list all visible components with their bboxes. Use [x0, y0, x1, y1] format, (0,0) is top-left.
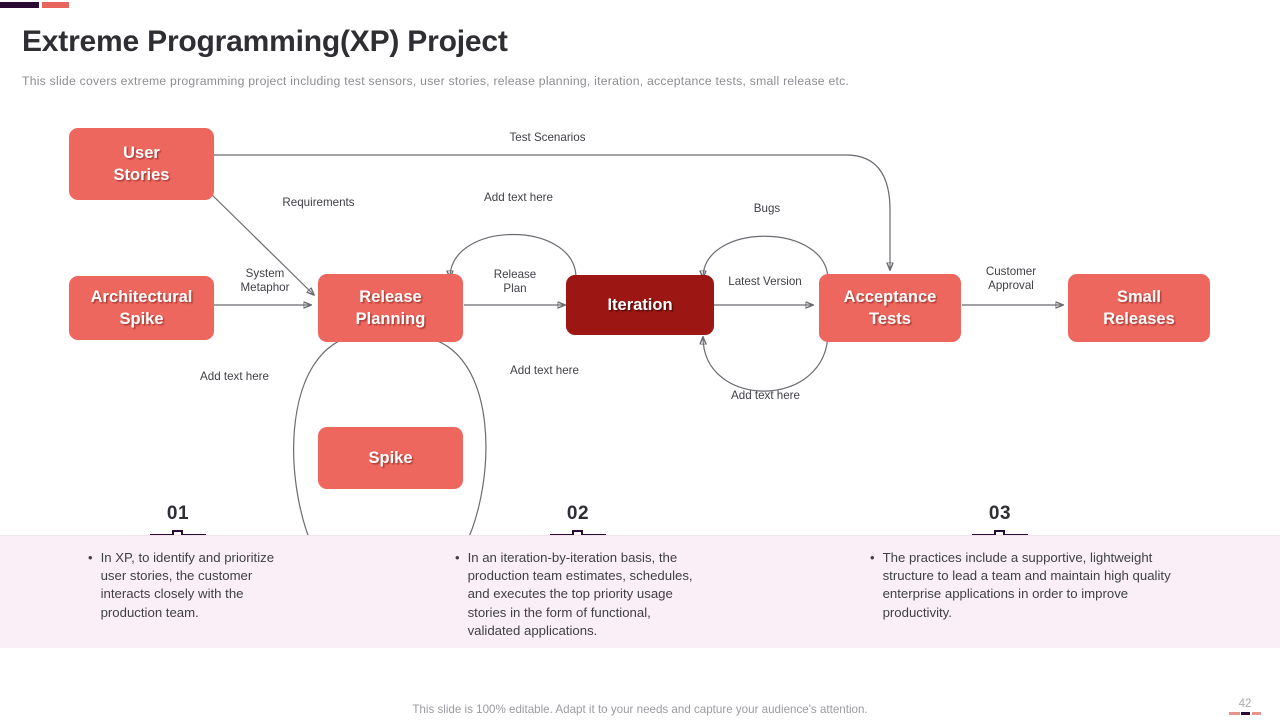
detail-item-03: • The practices include a supportive, li…: [870, 549, 1180, 622]
page-number: 42: [1228, 698, 1262, 716]
bullet-dot-icon: •: [870, 550, 875, 565]
detail-text-02: In an iteration-by-iteration basis, the …: [467, 550, 693, 638]
detail-number-02: 02: [566, 503, 590, 524]
page-title: Extreme Programming(XP) Project: [22, 25, 508, 58]
details-panel: [0, 535, 1280, 648]
edge-label-requirements: Requirements: [282, 196, 355, 209]
edge-label-bugs: Bugs: [753, 202, 781, 215]
diagram-connectors: [204, 154, 1280, 510]
edge-label-latest-version: Latest Version: [728, 275, 802, 288]
detail-text-01: In XP, to identify and prioritize user s…: [100, 550, 275, 620]
edge-label-spike-left: Add text here: [200, 370, 269, 383]
detail-text-03: The practices include a supportive, ligh…: [882, 550, 1171, 620]
footer-note: This slide is 100% editable. Adapt it to…: [412, 703, 868, 716]
bullet-dot-icon: •: [88, 550, 93, 565]
detail-number-03: 03: [988, 503, 1012, 524]
edge-label-iteration-bottom: Add text here: [731, 389, 800, 402]
edge-label-test-scenarios: Test Scenarios: [509, 131, 586, 144]
page-subtitle: This slide covers extreme programming pr…: [22, 74, 850, 88]
node-iteration[interactable]: Iteration: [566, 275, 714, 335]
decor-bar-purple-icon: [0, 2, 39, 8]
detail-item-01: • In XP, to identify and prioritize user…: [88, 549, 294, 622]
detail-item-02: • In an iteration-by-iteration basis, th…: [455, 549, 703, 640]
detail-number-01: 01: [166, 503, 190, 524]
decor-bar-salmon-icon: [42, 2, 69, 8]
page-number-value: 42: [1238, 698, 1252, 710]
edge-label-release-plan-top: Add text here: [484, 191, 553, 204]
page-number-decor-icon: [1228, 711, 1262, 716]
node-spike-label: Spike: [368, 448, 413, 467]
bullet-dot-icon: •: [455, 550, 460, 565]
node-spike[interactable]: Spike: [318, 427, 463, 489]
node-iteration-label: Iteration: [607, 295, 673, 314]
edge-label-spike-right: Add text here: [510, 364, 579, 377]
